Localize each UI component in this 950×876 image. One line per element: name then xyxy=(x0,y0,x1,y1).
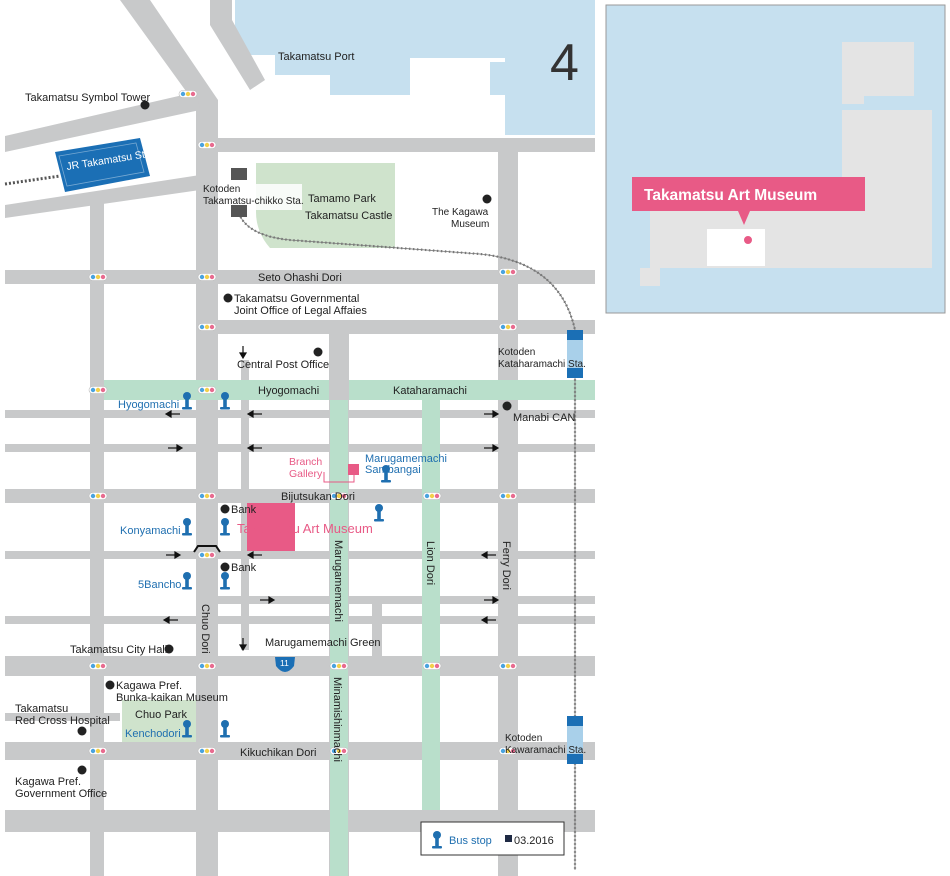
gov-office-label-1: Kagawa Pref. xyxy=(15,776,81,788)
bijutsukan-label: Bijutsukan Dori xyxy=(281,491,355,503)
bunka-kaikan-label-2: Bunka-kaikan Museum xyxy=(116,692,228,704)
gov-joint-label-1: Takamatsu Governmental xyxy=(234,293,359,305)
symbol-tower-label: Takamatsu Symbol Tower xyxy=(25,92,150,104)
city-hall-label: Takamatsu City Hall xyxy=(70,644,167,656)
water-area xyxy=(185,0,595,135)
kikuchikan-label: Kikuchikan Dori xyxy=(240,747,316,759)
chuo-dori-label: Chuo Dori xyxy=(199,604,211,654)
gov-office-label-2: Government Office xyxy=(15,788,107,800)
chuo-dori-bracket xyxy=(193,545,221,553)
red-cross-label-1: Takamatsu xyxy=(15,703,68,715)
bus-sambangai-label-1: Marugamemachi xyxy=(365,453,447,465)
inset-callout-label: Takamatsu Art Museum xyxy=(644,187,817,204)
art-museum-label: Takamatsu Art Museum xyxy=(237,521,373,536)
red-cross-label-2: Red Cross Hospital xyxy=(15,715,110,727)
kawaramachi-sta-label-1: Kotoden xyxy=(505,733,542,744)
tamamo-park-label: Tamamo Park xyxy=(308,193,376,205)
chuo-park-label: Chuo Park xyxy=(135,709,187,721)
central-post-label: Central Post Office xyxy=(237,359,329,371)
bus-5bancho-label: 5Bancho xyxy=(138,579,181,591)
branch-gallery-pointer xyxy=(323,472,355,483)
legend-bus-stop-label: Bus stop xyxy=(449,835,492,847)
compass-label: 4 xyxy=(550,34,579,92)
bank-label-1: Bank xyxy=(231,504,257,516)
inset-map xyxy=(605,4,946,314)
art-museum-building xyxy=(247,503,295,551)
jr-station xyxy=(55,138,150,192)
bank-label-2: Bank xyxy=(231,562,257,574)
seto-ohashi-label: Seto Ohashi Dori xyxy=(258,272,342,284)
route-11-shield xyxy=(275,657,295,672)
route-number-label: 11 xyxy=(280,658,289,668)
poi-dots xyxy=(77,100,512,775)
bus-sambangai-label-2: Sambangai xyxy=(365,464,421,476)
jr-railway xyxy=(4,174,61,186)
lion-dori-label: Lion Dori xyxy=(424,541,436,585)
takamatsu-port-label: Takamatsu Port xyxy=(278,51,354,63)
kataharamachi-street-label: Kataharamachi xyxy=(393,385,467,397)
kotoden-chikko-label-2: Takamatsu-chikko Sta. xyxy=(203,196,304,207)
kagawa-museum-label-2: Museum xyxy=(451,219,489,230)
bus-kenchodori-label: Kenchodori xyxy=(125,728,181,740)
kataharamachi-sta-label-2: Kataharamachi Sta. xyxy=(498,359,586,370)
minamishinmachi-label: Minamishinmachi xyxy=(331,677,343,762)
takamatsu-castle-label: Takamatsu Castle xyxy=(305,210,392,222)
hyogomachi-street-label: Hyogomachi xyxy=(258,385,319,397)
one-way-arrows xyxy=(162,346,500,652)
kagawa-museum-label-1: The Kagawa xyxy=(432,207,489,218)
station-markers xyxy=(231,168,583,764)
legend-date-label: 03.2016 xyxy=(514,835,554,847)
manabi-can-label: Manabi CAN xyxy=(513,412,575,424)
branch-gallery-label-1: Branch xyxy=(289,456,322,468)
kataharamachi-sta-label-1: Kotoden xyxy=(498,347,535,358)
branch-gallery-marker xyxy=(348,464,359,475)
kotoden-railway xyxy=(238,205,577,870)
branch-gallery-label-2: Gallery xyxy=(289,468,323,480)
kotoden-chikko-label-1: Kotoden xyxy=(203,184,240,195)
bunka-kaikan-label-1: Kagawa Pref. xyxy=(116,680,182,692)
ferry-dori-label: Ferry Dori xyxy=(500,541,512,590)
bus-hyogomachi-label: Hyogomachi xyxy=(118,399,179,411)
gov-joint-label-2: Joint Office of Legal Affaies xyxy=(234,305,367,317)
marugamemachi-street-label: Marugamemachi xyxy=(332,540,344,622)
legend xyxy=(420,821,565,856)
kawaramachi-sta-label-2: Kawaramachi Sta. xyxy=(505,745,586,756)
marugamemachi-green-label: Marugamemachi Green xyxy=(265,637,381,649)
bus-konyamachi-label: Konyamachi xyxy=(120,525,181,537)
